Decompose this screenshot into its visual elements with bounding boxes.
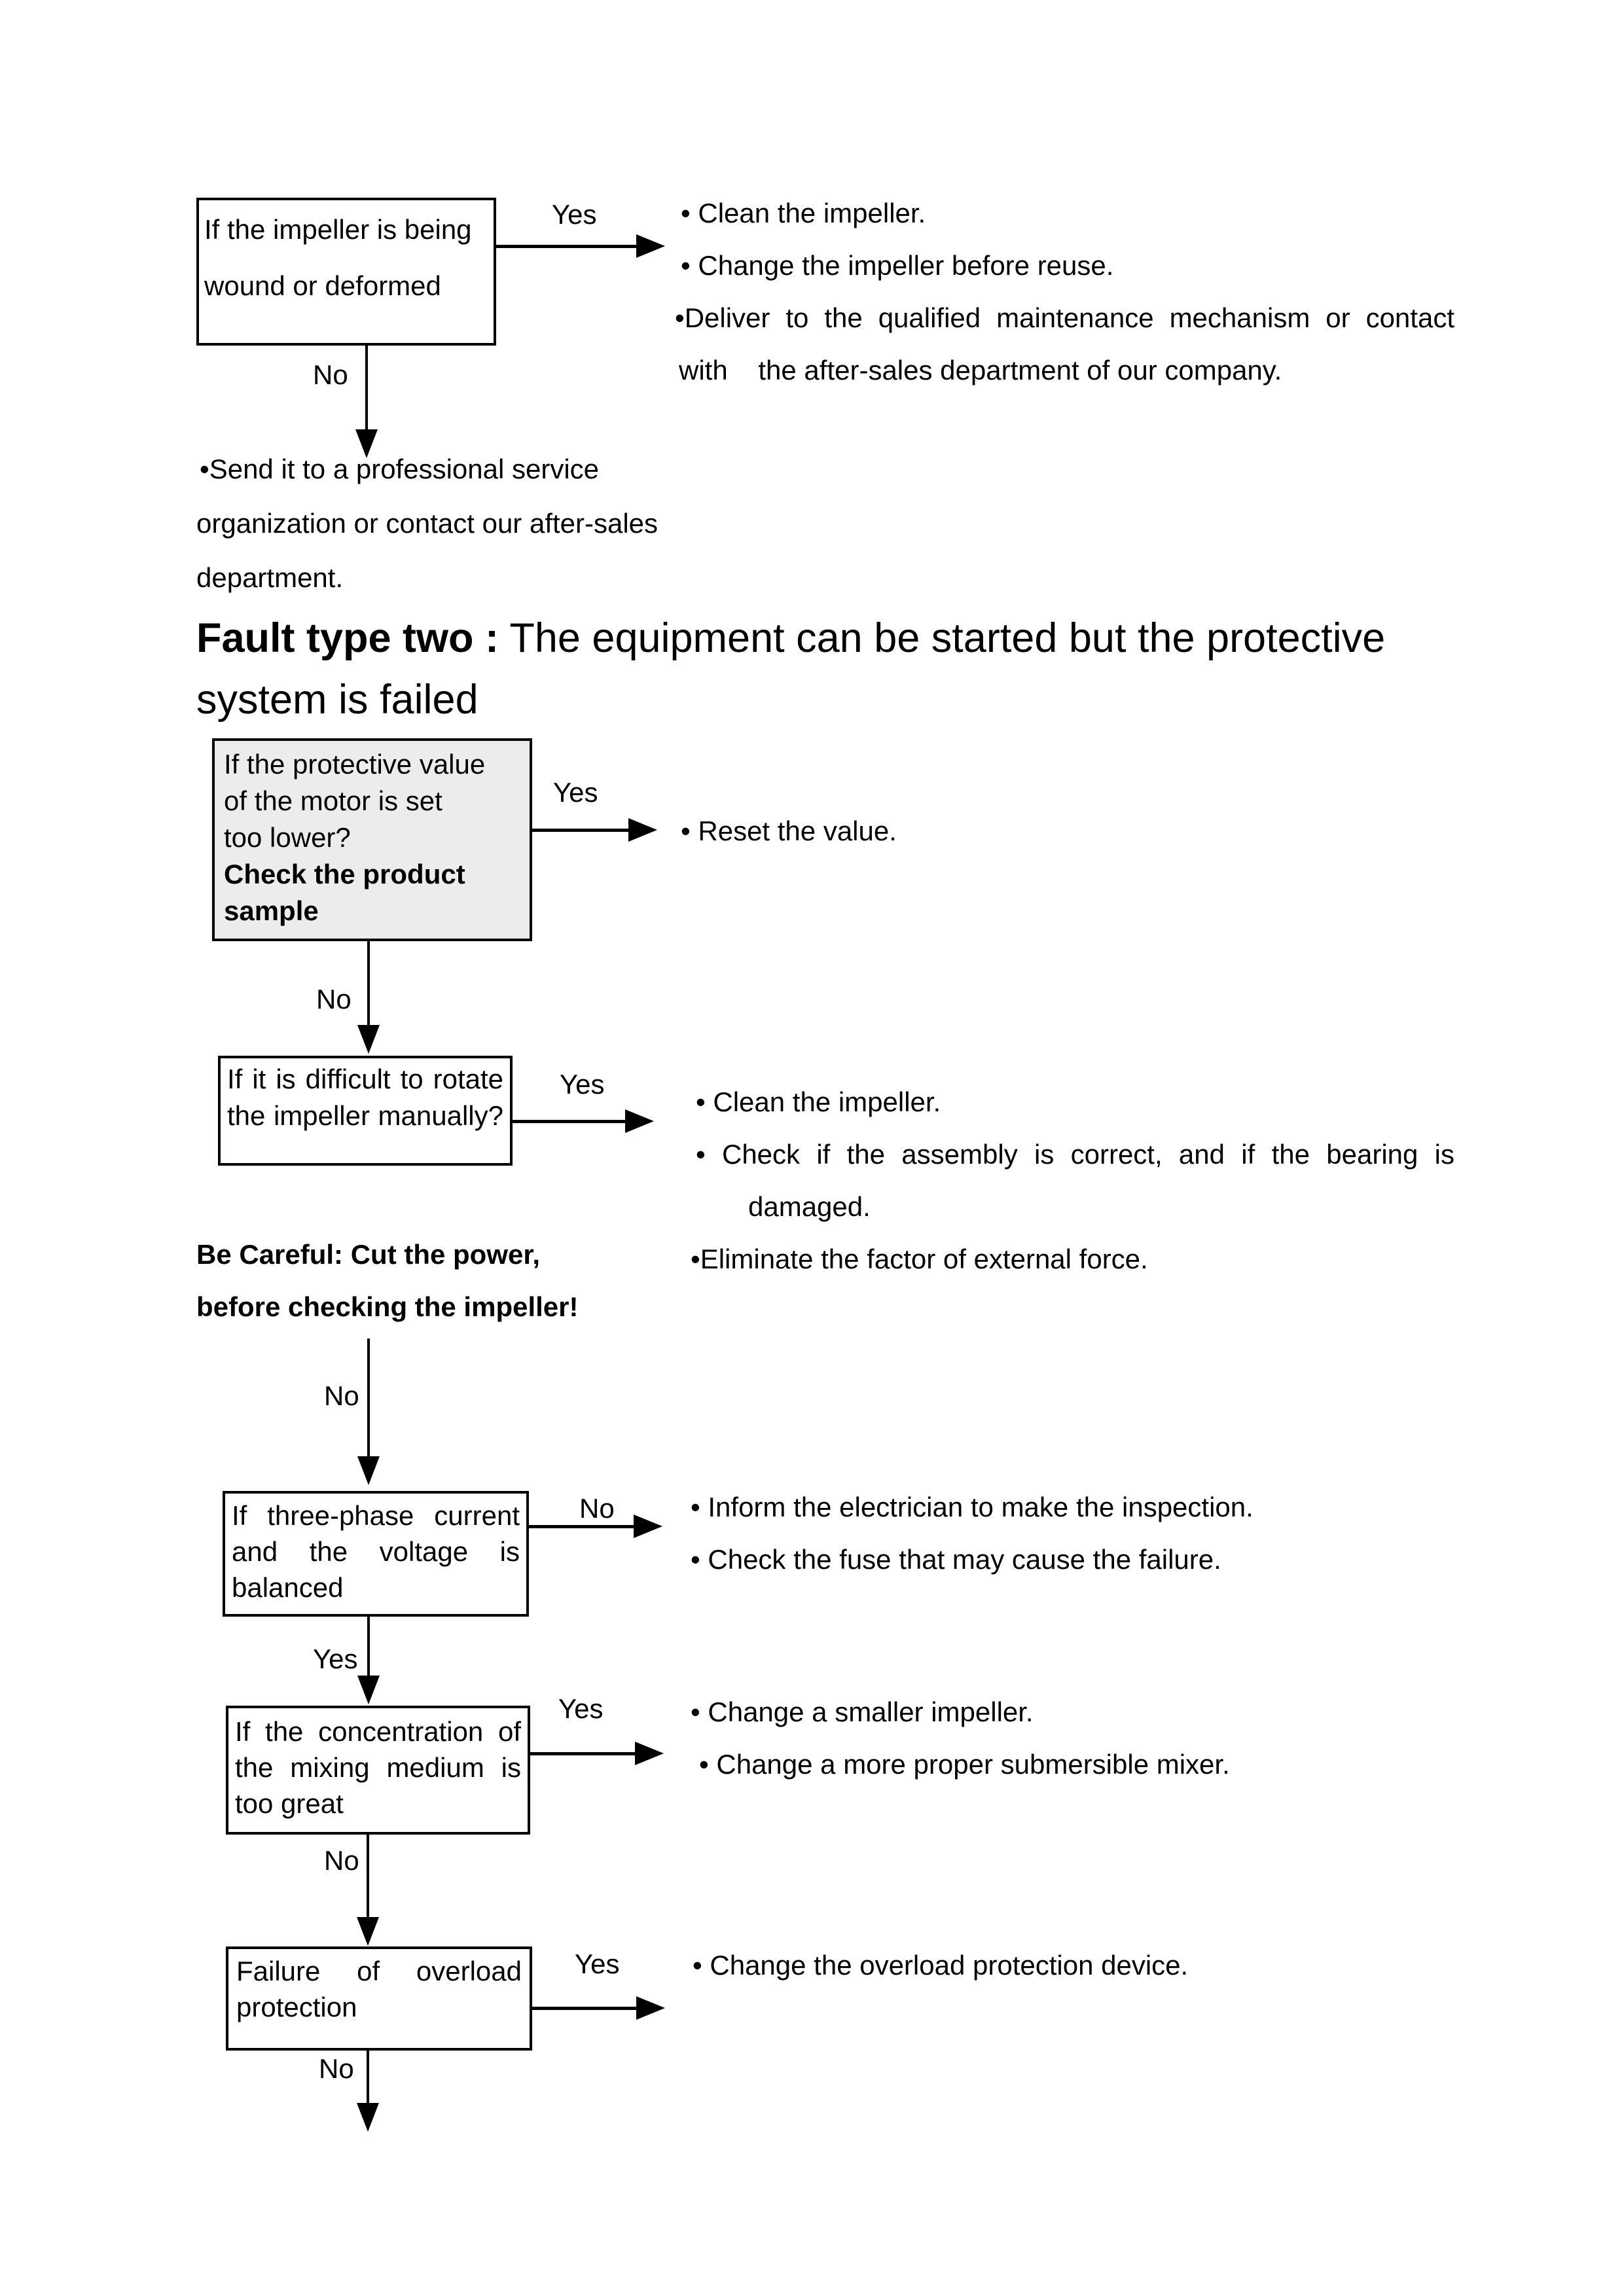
result-item: • Change the impeller before reuse. (681, 250, 1114, 281)
flow-line-box3-yes (513, 1120, 626, 1123)
result-item: •Deliver to the qualified maintenance me… (675, 302, 1454, 333)
box-line: If three-phase current (232, 1500, 520, 1531)
result-item: • Check the fuse that may cause the fail… (691, 1544, 1221, 1575)
result-item: • Check if the assembly is correct, and … (696, 1139, 1454, 1170)
box-line: the impeller manually? (227, 1100, 503, 1131)
box-line: balanced (232, 1572, 344, 1603)
arrowhead-right-icon (625, 1109, 654, 1133)
result-item: • Reset the value. (681, 816, 897, 846)
result-item: • Clean the impeller. (681, 198, 926, 228)
heading-line-1: Fault type two : The equipment can be st… (196, 607, 1385, 669)
box-line: If the protective value (224, 749, 486, 780)
result-item: • Change the overload protection device. (693, 1950, 1189, 1981)
flow-line-box2-yes (532, 829, 630, 832)
warning-line: Be Careful: Cut the power, (196, 1239, 541, 1270)
box-line-bold: sample (224, 895, 319, 926)
box-line: too lower? (224, 822, 351, 853)
box-line: and the voltage is (232, 1536, 520, 1567)
arrowhead-down-icon (355, 429, 378, 458)
no-label: No (324, 1845, 359, 1876)
yes-label: Yes (575, 1948, 620, 1979)
decision-box-concentration: If the concentration of the mixing mediu… (226, 1706, 530, 1835)
heading-rest: The equipment can be started but the pro… (498, 615, 1386, 661)
arrowhead-right-icon (628, 818, 657, 842)
arrowhead-right-icon (635, 1742, 664, 1765)
yes-label: Yes (560, 1069, 605, 1100)
flow-line-box6-no (367, 2051, 369, 2104)
section-heading: Fault type two : The equipment can be st… (196, 607, 1385, 730)
box-line: of the motor is set (224, 785, 442, 816)
arrowhead-down-icon (357, 1676, 380, 1704)
heading-bold: Fault type two : (196, 615, 499, 661)
flow-line-box3-no (367, 1338, 370, 1458)
arrowhead-right-icon (636, 234, 665, 258)
no-label: No (316, 984, 352, 1014)
box-line: Failure of overload (236, 1956, 522, 1986)
no-label: No (324, 1380, 359, 1411)
yes-label: Yes (313, 1643, 358, 1674)
yes-label: Yes (552, 199, 597, 230)
no-label: No (319, 2053, 354, 2084)
result-item: •Send it to a professional service (200, 454, 600, 484)
warning-line: before checking the impeller! (196, 1291, 579, 1322)
result-item: • Clean the impeller. (696, 1086, 941, 1117)
no-label: No (313, 359, 348, 390)
flow-line-box1-no (365, 346, 368, 431)
flow-line-box6-yes (532, 2007, 638, 2010)
result-item: • Change a more proper submersible mixer… (699, 1749, 1230, 1780)
arrowhead-down-icon (357, 1456, 380, 1485)
decision-box-rotate-impeller: If it is difficult to rotate the impelle… (218, 1056, 513, 1166)
box-line: If the impeller is being (204, 214, 472, 245)
flow-line-box5-yes (530, 1752, 636, 1755)
arrowhead-right-icon (634, 1515, 662, 1538)
no-label: No (579, 1493, 615, 1524)
box-line: the mixing medium is (235, 1752, 521, 1783)
yes-label: Yes (553, 777, 598, 808)
result-item: • Change a smaller impeller. (691, 1696, 1034, 1727)
box-line: If the concentration of (235, 1716, 521, 1747)
arrowhead-down-icon (357, 1917, 379, 1946)
flow-line-box5-no (367, 1835, 369, 1918)
decision-box-impeller-wound: If the impeller is being wound or deform… (196, 198, 496, 346)
box-line: wound or deformed (204, 270, 441, 301)
result-item: with the after-sales department of our c… (679, 355, 1282, 386)
flow-line-box4-yes (367, 1617, 370, 1678)
arrowhead-down-icon (357, 1025, 380, 1054)
yes-label: Yes (558, 1693, 604, 1724)
decision-box-protective-value: If the protective value of the motor is … (212, 738, 532, 941)
box-line: protection (236, 1992, 357, 2022)
box-line-bold: Check the product (224, 859, 465, 889)
decision-box-three-phase: If three-phase current and the voltage i… (223, 1491, 529, 1617)
result-item: organization or contact our after-sales (196, 508, 659, 539)
heading-line-2: system is failed (196, 677, 478, 723)
arrowhead-right-icon (636, 1996, 665, 2020)
result-item: department. (196, 562, 344, 593)
result-item: • Inform the electrician to make the ins… (691, 1492, 1254, 1522)
result-item: damaged. (748, 1191, 871, 1222)
flow-line-box1-yes (496, 245, 638, 248)
flow-line-box4-no (529, 1525, 635, 1528)
flow-line-box2-no (367, 941, 370, 1026)
result-item: •Eliminate the factor of external force. (691, 1244, 1148, 1274)
arrowhead-down-icon (357, 2103, 379, 2132)
decision-box-overload-protection: Failure of overload protection (226, 1946, 532, 2051)
box-line: If it is difficult to rotate (227, 1064, 503, 1094)
box-line: too great (235, 1788, 344, 1819)
